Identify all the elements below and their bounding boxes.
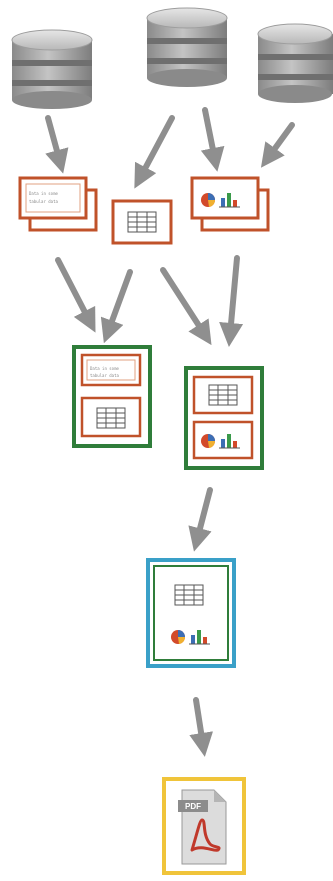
flow-arrows-level-4: [189, 697, 214, 757]
flow-arrows-level-2: [55, 255, 244, 347]
pdf-document-icon: PDF: [178, 789, 227, 865]
database-icon: [257, 23, 333, 103]
text-report-icon: Data in some tabular data: [18, 176, 98, 232]
arrow: [219, 255, 244, 347]
snippet-line-1: Data in some: [29, 191, 58, 196]
flow-arrows-level-1: [45, 107, 295, 189]
pdf-label: PDF: [185, 802, 201, 811]
arrow: [55, 257, 96, 333]
arrow: [188, 487, 213, 552]
chart-icon: [201, 193, 240, 208]
section-table-chart-icon: [184, 366, 264, 470]
database-icon: [11, 29, 93, 109]
table-icon: [174, 584, 204, 606]
flow-arrows-level-3: [188, 487, 213, 552]
chart-icon: [171, 630, 210, 645]
arrow: [100, 269, 133, 344]
pdf-output-frame: PDF: [162, 777, 246, 875]
arrow: [160, 267, 212, 346]
arrow: [134, 115, 175, 189]
arrow: [200, 107, 225, 172]
table-icon: [96, 407, 126, 429]
table-report-icon: [111, 199, 173, 245]
arrow: [260, 122, 295, 168]
table-icon: [127, 211, 157, 233]
table-icon: [208, 384, 238, 406]
snippet-line-2: tabular data: [29, 199, 58, 204]
combined-report-icon: [146, 558, 236, 668]
acrobat-logo-icon: [190, 818, 221, 852]
chart-report-icon: [190, 176, 270, 232]
chart-icon: [201, 434, 240, 449]
snippet-line-1: Data in some: [90, 366, 119, 371]
snippet-line-2: tabular data: [90, 373, 119, 378]
section-text-table-icon: Data in some tabular data: [72, 345, 152, 448]
arrow: [45, 115, 69, 174]
database-icon: [146, 7, 228, 87]
arrow: [189, 697, 214, 757]
